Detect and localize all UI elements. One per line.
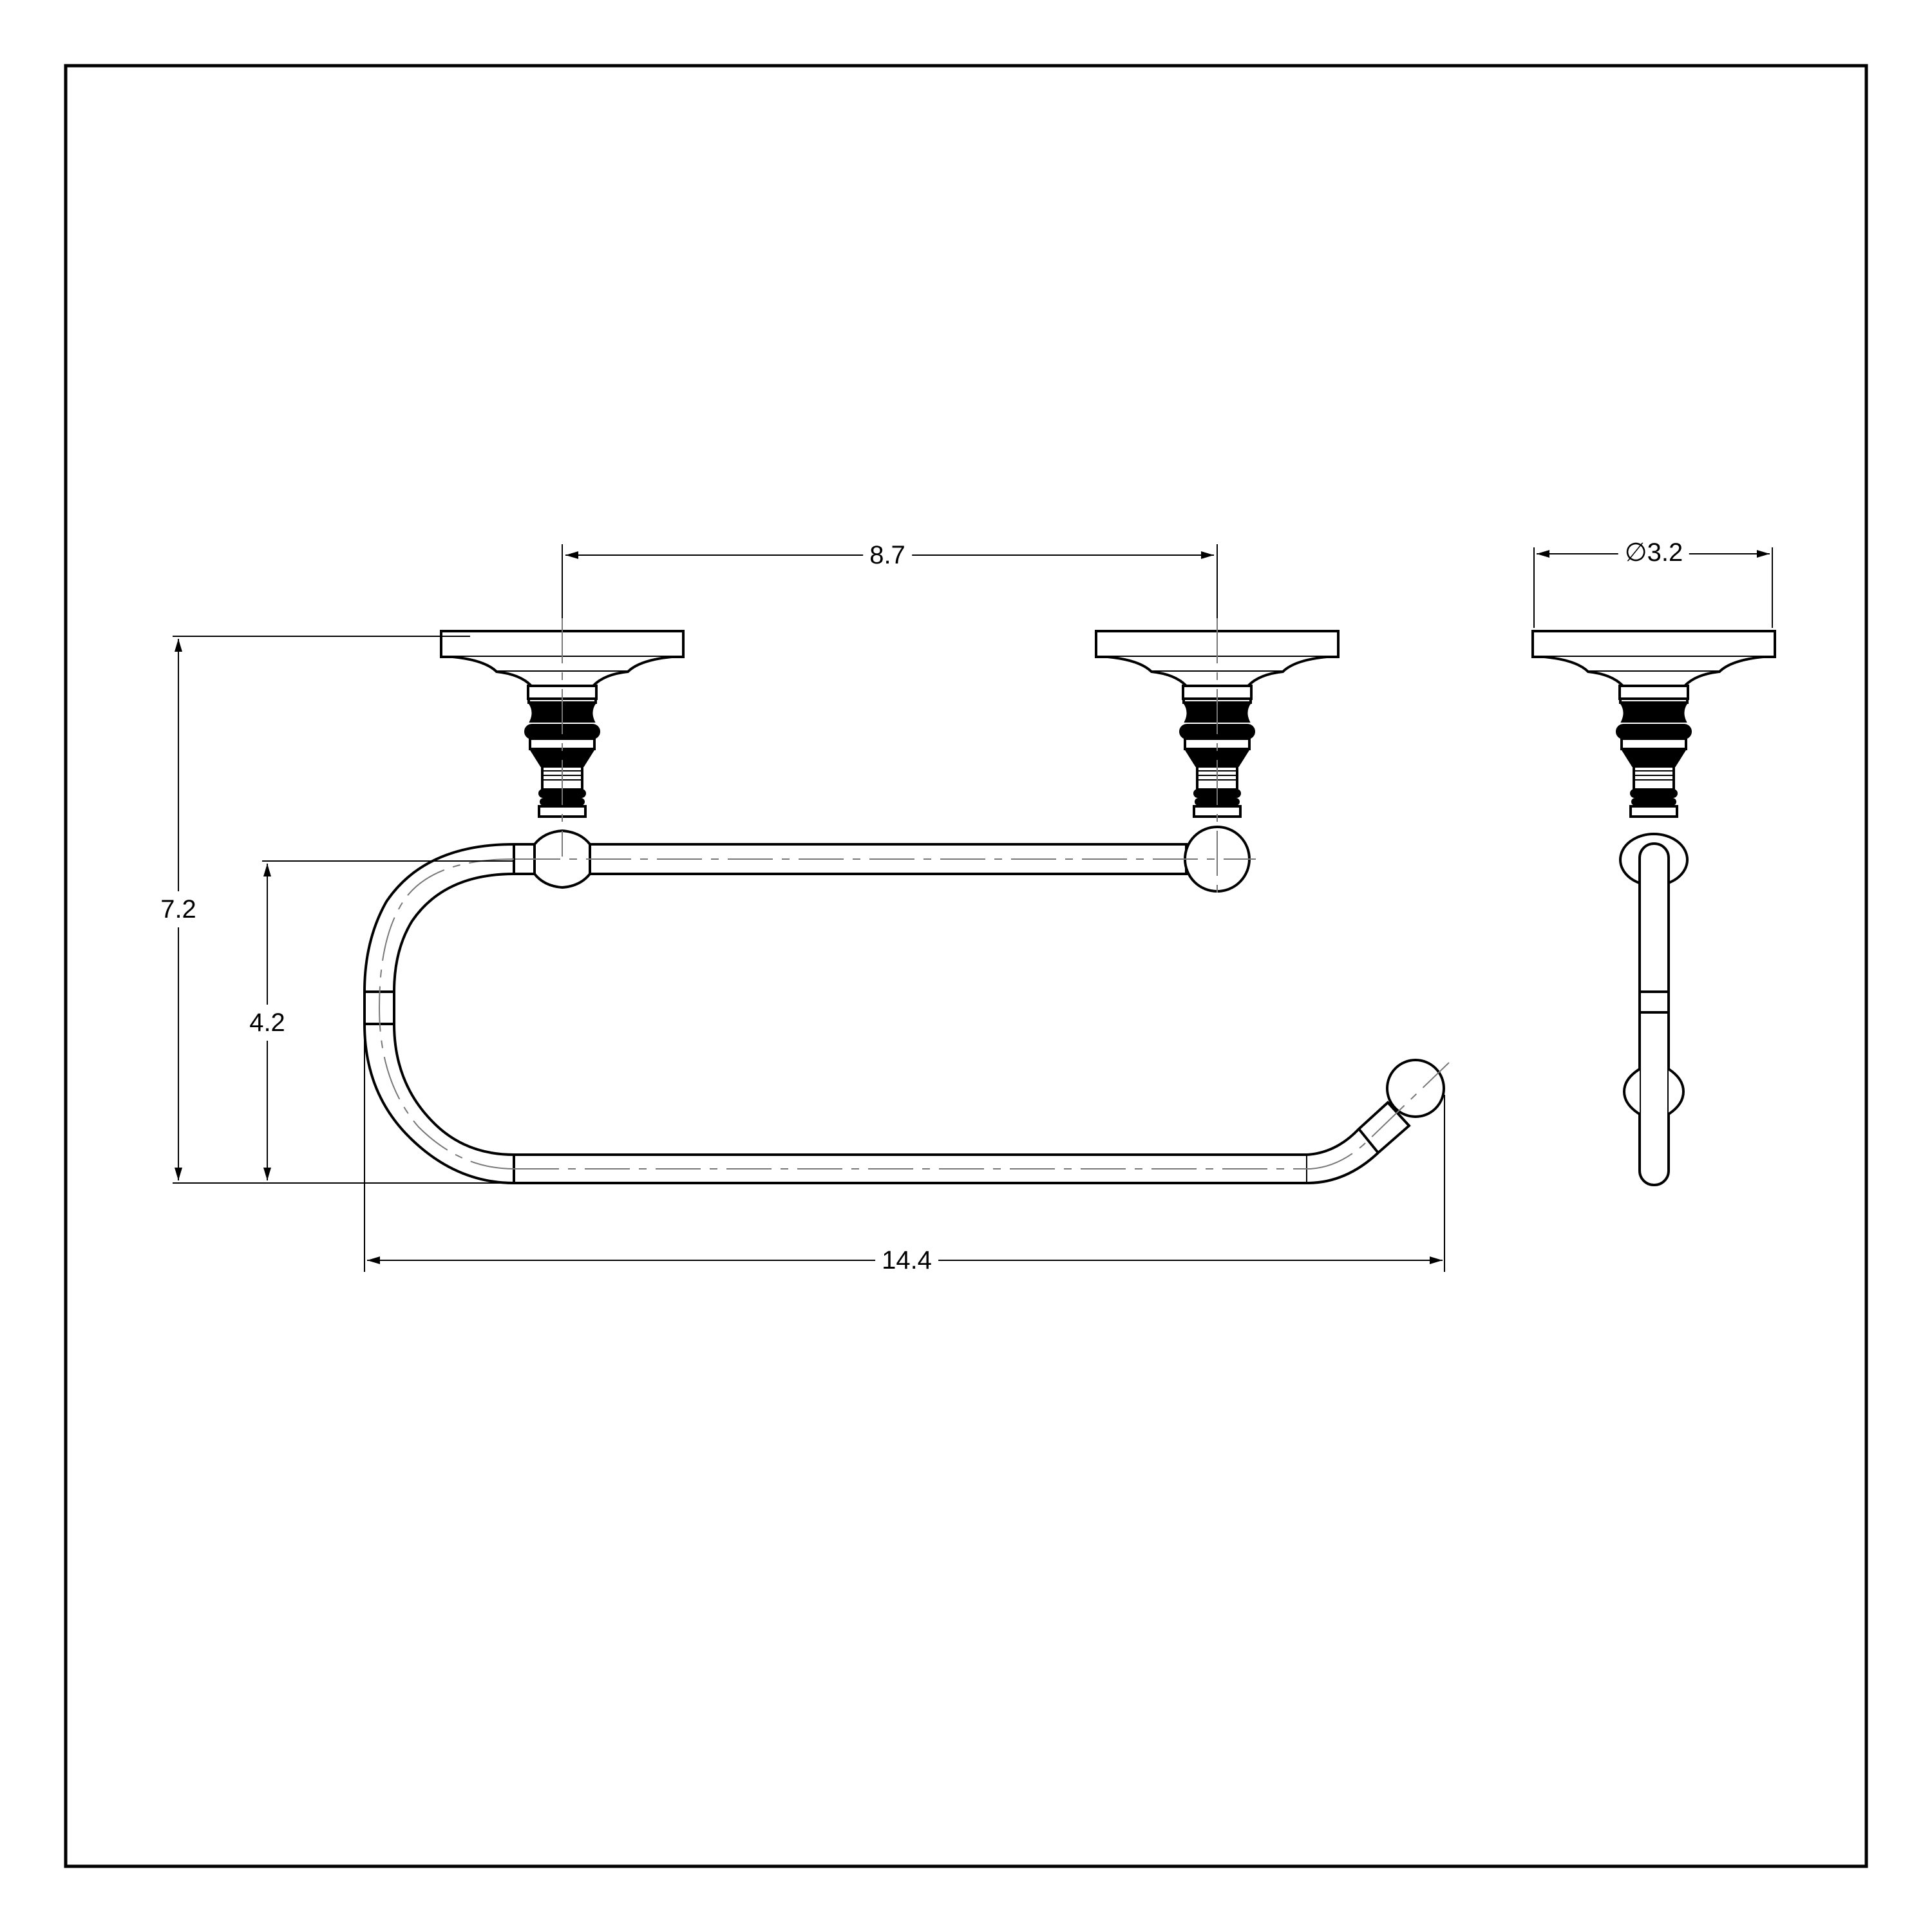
end-knob xyxy=(1386,1059,1445,1118)
dimension-value: 4.2 xyxy=(249,1009,285,1037)
dimension-base-diameter: ∅3.2 xyxy=(1618,538,1690,567)
loop-inner-lower xyxy=(393,1023,515,1156)
dimension-value: 3.2 xyxy=(1647,538,1683,567)
left-hub xyxy=(533,829,591,889)
dimension-value: 7.2 xyxy=(160,895,196,923)
dimension-value: 14.4 xyxy=(882,1246,932,1274)
dimension-overall-width: 14.4 xyxy=(875,1247,938,1273)
side-view xyxy=(1531,630,1776,1186)
side-mount xyxy=(1531,630,1776,818)
dimension-value: 8.7 xyxy=(869,541,905,569)
drawing-frame xyxy=(64,64,1868,1868)
dimension-mount-spacing: 8.7 xyxy=(863,542,912,568)
dimension-lines xyxy=(173,544,1773,1272)
end-curve xyxy=(1307,1101,1411,1184)
dimension-loop-height: 4.2 xyxy=(249,1005,285,1041)
loop-inner-upper xyxy=(393,873,515,992)
dimension-overall-height: 7.2 xyxy=(160,891,196,927)
front-view xyxy=(363,618,1450,1184)
diameter-symbol-icon: ∅ xyxy=(1624,538,1647,567)
side-bar xyxy=(1638,842,1670,1186)
